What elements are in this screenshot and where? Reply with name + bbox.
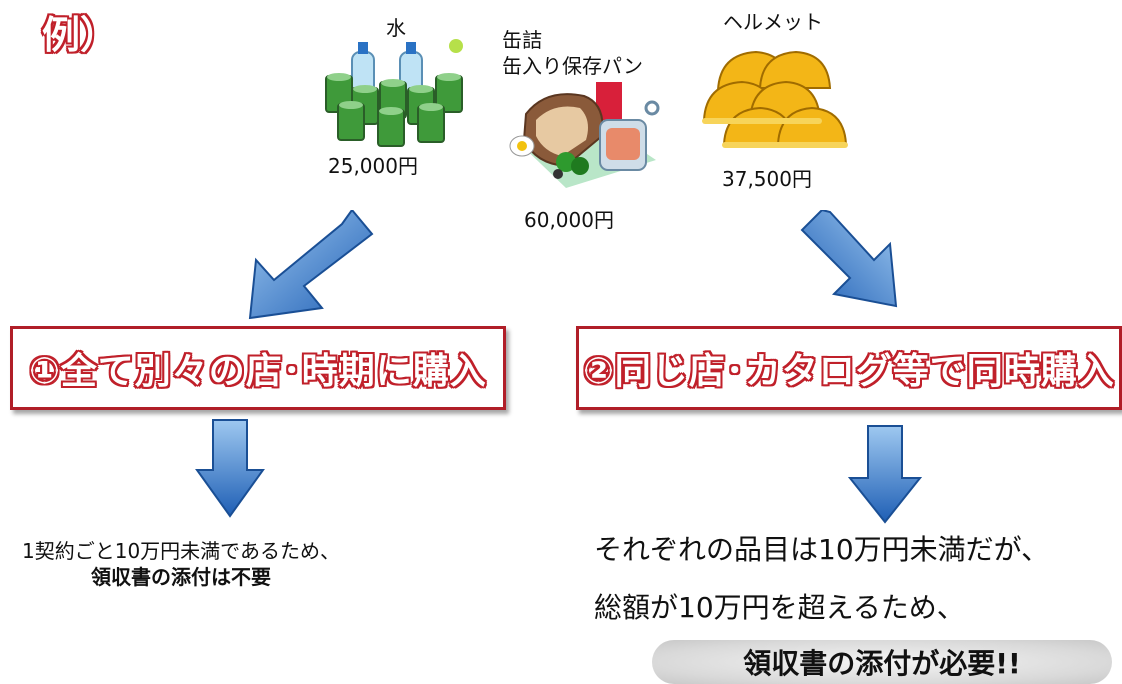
helmet-label: ヘルメット [723, 10, 823, 34]
case2-highlight: 領収書の添付が必要!! [652, 640, 1112, 684]
cans-price: 60,000円 [524, 208, 614, 232]
case2-heading-box: ②同じ店･カタログ等で同時購入 [576, 326, 1122, 410]
water-label: 水 [386, 16, 406, 40]
case1-note-line2: 領収書の添付は不要 [90, 565, 271, 589]
water-price: 25,000円 [328, 154, 418, 178]
arrow-down-left-icon [248, 210, 374, 320]
arrow-down-icon-right [848, 425, 922, 524]
case1-heading: ①全て別々の店･時期に購入 [29, 351, 487, 392]
case2-note-line1: それぞれの品目は10万円未満だが、 [594, 533, 1050, 566]
canned-food-illustration [509, 82, 660, 188]
case1-note: 1契約ごと10万円未満であるため、 領収書の添付は不要 [22, 538, 340, 590]
arrow-down-right-icon [800, 210, 898, 308]
case1-heading-box: ①全て別々の店･時期に購入 [10, 326, 506, 410]
case2-highlight-text: 領収書の添付が必要!! [743, 647, 1021, 680]
case2-heading: ②同じ店･カタログ等で同時購入 [583, 351, 1115, 392]
case1-note-line1: 1契約ごと10万円未満であるため、 [22, 539, 340, 563]
water-illustration [325, 39, 463, 147]
case2-note-line2: 総額が10万円を超えるため、 [594, 591, 965, 624]
page-title: 例） [42, 13, 119, 57]
arrow-down-icon [195, 419, 265, 518]
cans-label-2: 缶入り保存パン [502, 54, 643, 78]
helmet-price: 37,500円 [722, 167, 812, 191]
cans-label-1: 缶詰 [502, 28, 542, 52]
helmet-illustration [702, 50, 848, 148]
